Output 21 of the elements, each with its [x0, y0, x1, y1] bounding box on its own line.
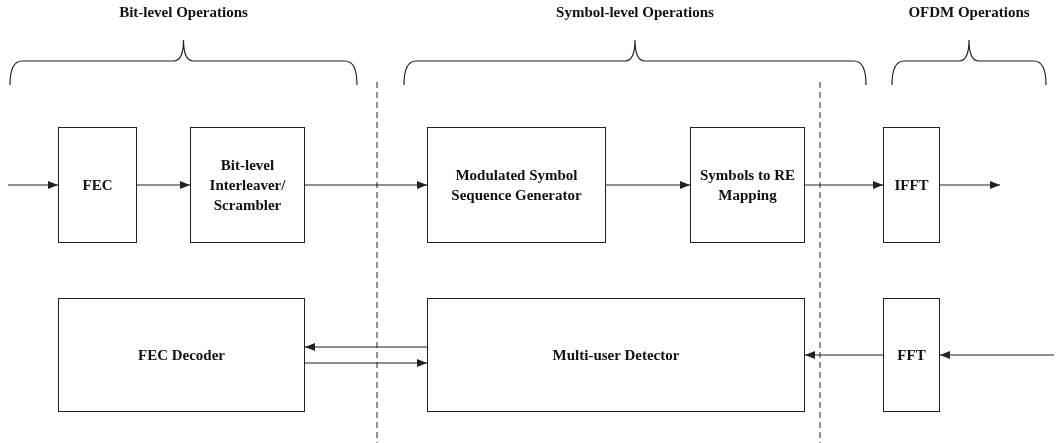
process-box: FEC	[58, 127, 137, 243]
group-heading: OFDM Operations	[908, 4, 1030, 21]
process-box: Bit-level Interleaver/ Scrambler	[190, 127, 305, 243]
arrow	[804, 351, 884, 359]
process-box: FEC Decoder	[58, 298, 305, 412]
group-heading: Symbol-level Operations	[556, 4, 714, 21]
arrow	[939, 351, 1055, 359]
process-box: Modulated Symbol Sequence Generator	[427, 127, 606, 243]
arrow	[804, 181, 884, 189]
arrow	[605, 181, 691, 189]
arrow	[136, 181, 191, 189]
arrow	[304, 343, 428, 351]
arrow	[939, 181, 1001, 189]
process-box: Symbols to RE Mapping	[690, 127, 805, 243]
arrow	[304, 359, 428, 367]
arrow	[304, 181, 428, 189]
process-box: FFT	[883, 298, 940, 412]
process-box: IFFT	[883, 127, 940, 243]
arrow	[7, 181, 59, 189]
process-box: Multi-user Detector	[427, 298, 805, 412]
group-heading: Bit-level Operations	[119, 4, 248, 21]
